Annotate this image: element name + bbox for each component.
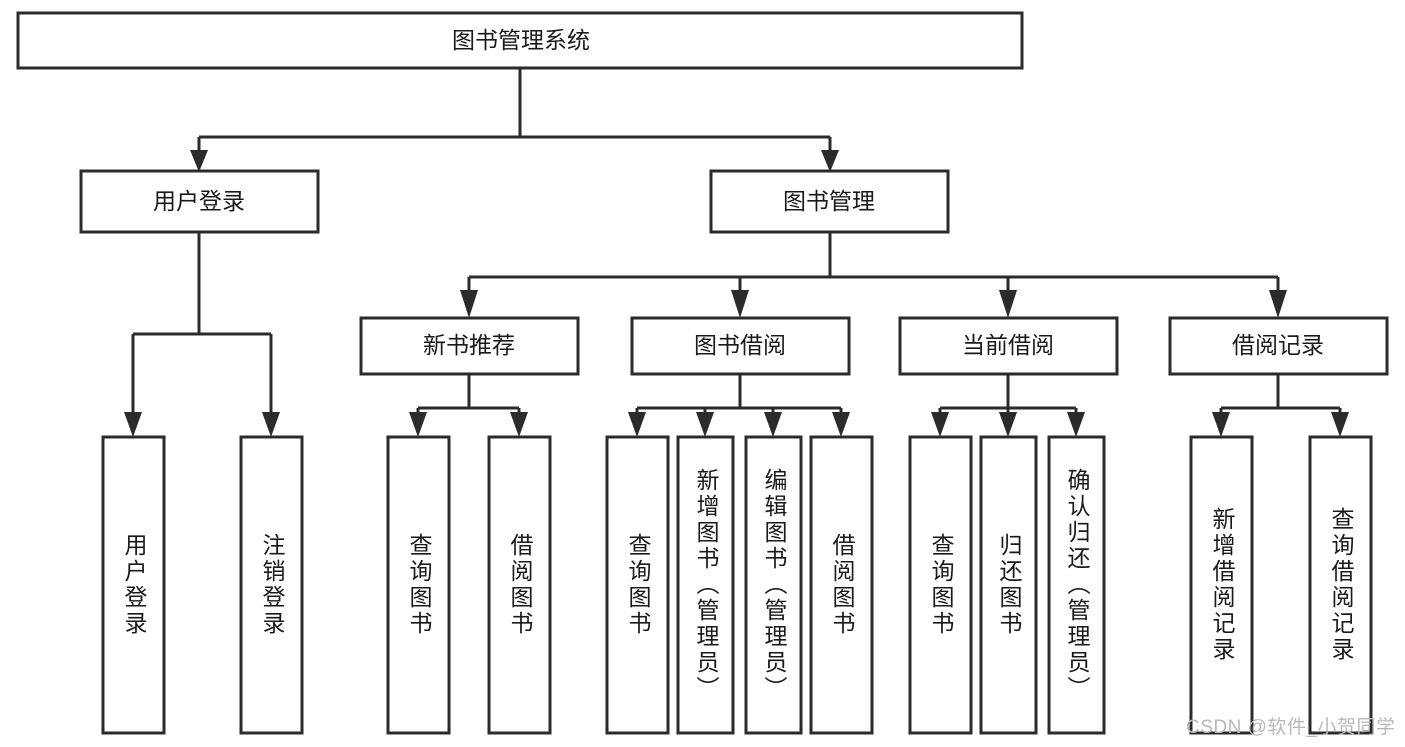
node-leaf-confirm-return-box[interactable] bbox=[1047, 435, 1106, 735]
connector-group-user-login-children bbox=[124, 232, 280, 437]
node-leaf-query-book-3-box[interactable] bbox=[908, 435, 973, 735]
node-book-borrow-label: 图书借阅 bbox=[694, 332, 786, 358]
arrow-head-leaf-query-book-3 bbox=[931, 412, 949, 437]
arrow-head-leaf-add-book bbox=[696, 412, 714, 437]
arrow-head-user-login bbox=[190, 150, 208, 172]
node-leaf-borrow-book-2-box[interactable] bbox=[809, 435, 874, 735]
arrow-head-book-borrow bbox=[731, 290, 749, 318]
node-book-borrow-box[interactable] bbox=[630, 316, 851, 376]
node-leaf-query-record-box[interactable] bbox=[1308, 435, 1373, 735]
arrow-head-new-book-rec bbox=[460, 290, 478, 318]
node-borrow-record-label: 借阅记录 bbox=[1232, 332, 1324, 358]
connector-group-book-borrow-children bbox=[628, 374, 850, 437]
node-leaf-return-book-box[interactable] bbox=[979, 435, 1038, 735]
node-user-login-box[interactable] bbox=[79, 169, 320, 234]
node-root[interactable]: 图书管理系统 bbox=[16, 11, 1024, 70]
csdn-watermark: CSDN @软件_小贺同学 bbox=[1186, 717, 1396, 738]
connector-group-current-borrow-children bbox=[931, 374, 1085, 437]
node-leaf-query-book-1-box[interactable] bbox=[386, 435, 451, 735]
arrow-head-leaf-query-book-2 bbox=[628, 412, 646, 437]
arrow-head-leaf-user-login bbox=[124, 412, 142, 437]
node-leaf-user-logout-box[interactable] bbox=[239, 435, 304, 735]
node-new-book-rec-label: 新书推荐 bbox=[423, 332, 515, 358]
node-book-manage-label: 图书管理 bbox=[783, 188, 875, 214]
node-leaf-add-record-box[interactable] bbox=[1189, 435, 1254, 735]
node-leaf-borrow-book-1-box[interactable] bbox=[487, 435, 552, 735]
connector-group-borrow-record-children bbox=[1212, 374, 1349, 437]
node-leaf-add-book-box[interactable] bbox=[676, 435, 735, 735]
arrow-head-leaf-borrow-book-2 bbox=[832, 412, 850, 437]
arrow-head-leaf-borrow-book-1 bbox=[510, 412, 528, 437]
arrow-head-current-borrow bbox=[999, 290, 1017, 318]
node-book-borrow[interactable]: 图书借阅 bbox=[630, 316, 851, 376]
node-borrow-record[interactable]: 借阅记录 bbox=[1168, 316, 1389, 376]
arrow-head-leaf-query-record bbox=[1331, 412, 1349, 437]
node-new-book-rec[interactable]: 新书推荐 bbox=[359, 316, 580, 376]
node-borrow-record-box[interactable] bbox=[1168, 316, 1389, 376]
connector-group-root-to-level2 bbox=[190, 68, 839, 172]
node-current-borrow-box[interactable] bbox=[898, 316, 1119, 376]
node-current-borrow-label: 当前借阅 bbox=[962, 332, 1054, 358]
node-leaf-user-login-box[interactable] bbox=[101, 435, 166, 735]
connector-group-book-manage-children bbox=[460, 232, 1287, 318]
arrow-head-leaf-edit-book bbox=[764, 412, 782, 437]
arrow-head-leaf-return-book bbox=[999, 412, 1017, 437]
arrow-head-borrow-record bbox=[1269, 290, 1287, 318]
node-root-label: 图书管理系统 bbox=[452, 27, 590, 53]
node-new-book-rec-box[interactable] bbox=[359, 316, 580, 376]
arrow-head-leaf-add-record bbox=[1212, 412, 1230, 437]
arrow-head-leaf-confirm-return bbox=[1067, 412, 1085, 437]
node-book-manage[interactable]: 图书管理 bbox=[709, 169, 950, 234]
node-user-login[interactable]: 用户登录 bbox=[79, 169, 320, 234]
node-book-manage-box[interactable] bbox=[709, 169, 950, 234]
arrow-head-leaf-user-logout bbox=[262, 412, 280, 437]
connector-group-new-book-rec-children bbox=[409, 374, 528, 437]
node-leaf-edit-book-box[interactable] bbox=[744, 435, 803, 735]
arrow-head-leaf-query-book-1 bbox=[409, 412, 427, 437]
node-current-borrow[interactable]: 当前借阅 bbox=[898, 316, 1119, 376]
arrow-head-book-manage bbox=[821, 150, 839, 172]
node-user-login-label: 用户登录 bbox=[153, 188, 245, 214]
node-root-box[interactable] bbox=[16, 11, 1024, 70]
node-leaf-query-book-2-box[interactable] bbox=[605, 435, 670, 735]
